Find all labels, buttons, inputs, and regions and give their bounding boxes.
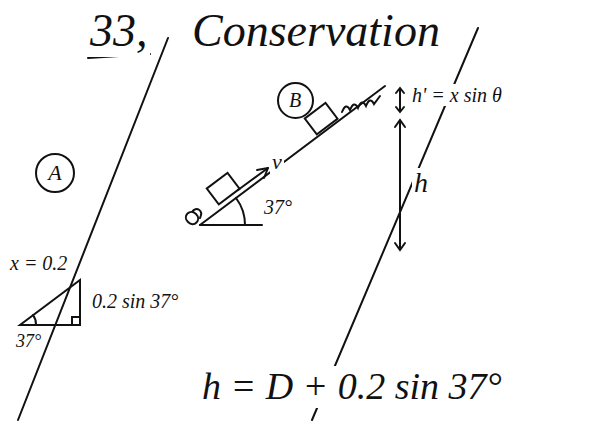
block [207, 173, 240, 205]
angle-arc [33, 315, 36, 325]
height-label: 0.2 sin 37° [90, 290, 180, 312]
circled-letter: B [277, 82, 314, 119]
angle-label: 37° [262, 196, 294, 218]
part-letter: A [48, 162, 61, 184]
arrow-head [257, 168, 268, 178]
angle-arc [236, 198, 245, 225]
velocity-label: v [270, 150, 284, 174]
angle-label: 37° [14, 332, 43, 352]
problem-number: 33, [88, 6, 150, 57]
right-angle-mark [72, 317, 80, 325]
ground-line [200, 224, 262, 226]
side-triangle [20, 280, 80, 325]
circled-letter: A [35, 153, 75, 193]
height-arrow [395, 120, 405, 250]
heading-note: Conservation [190, 6, 442, 57]
spring-coil [342, 96, 380, 112]
spring-coil [186, 209, 201, 224]
part-letter: B [289, 90, 301, 110]
length-label: x = 0.2 [8, 252, 69, 274]
incline-line [200, 86, 385, 225]
equation: h = D + 0.2 sin 37° [200, 366, 504, 408]
height-label: h' = x sin θ [410, 84, 504, 106]
velocity-arrow [238, 168, 268, 190]
height-arrow [396, 88, 404, 112]
height-label: h [412, 168, 430, 199]
cross-out-stroke [18, 38, 168, 420]
